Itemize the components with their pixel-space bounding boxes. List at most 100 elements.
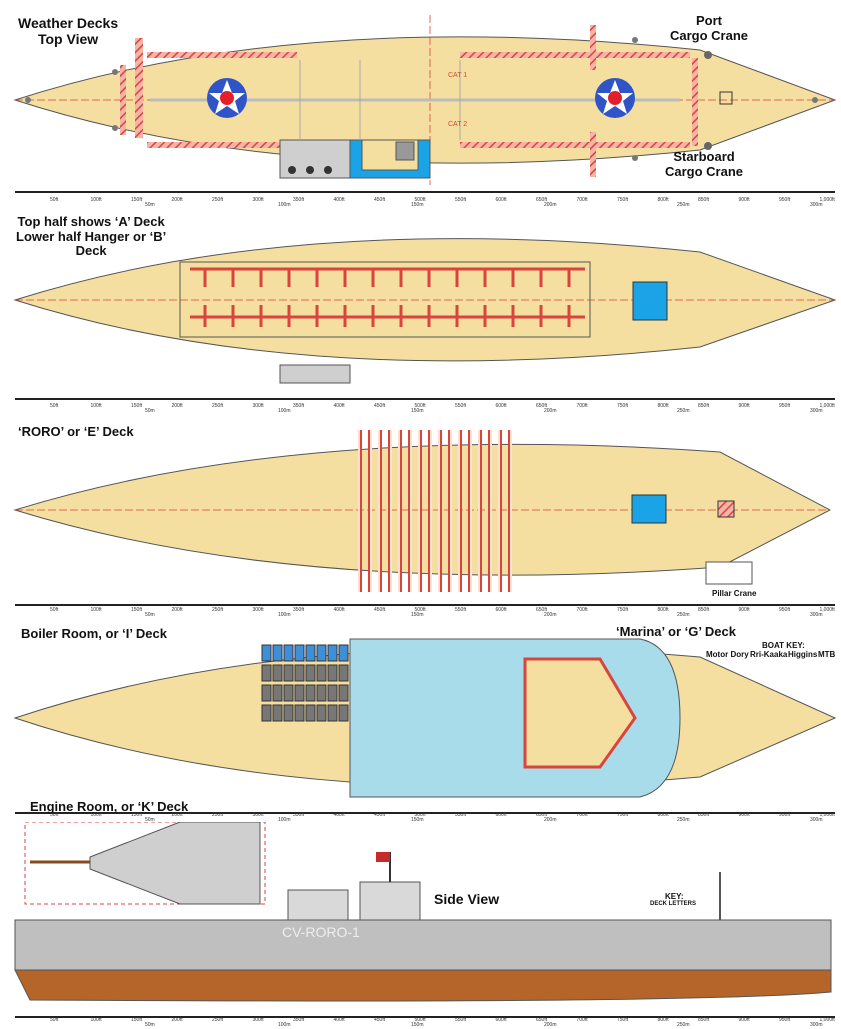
scale-m-label: 200m bbox=[544, 612, 557, 618]
scale-ft-label: 450ft bbox=[374, 812, 386, 818]
scale-ft-label: 1,000ft bbox=[819, 403, 835, 409]
scale-ft-label: 700ft bbox=[576, 403, 588, 409]
e-deck-drawing bbox=[13, 430, 835, 606]
scale-ft-label: 1,000ft bbox=[819, 812, 835, 818]
scale-ft-label: 550ft bbox=[455, 1017, 467, 1023]
i-deck-title: Boiler Room, or ‘I’ Deck bbox=[21, 626, 167, 641]
e-deck-panel: ‘RORO’ or ‘E’ Deck Pillar Crane bbox=[0, 412, 841, 617]
scale-ft-label: 250ft bbox=[212, 197, 224, 203]
scale-ft-label: 100ft bbox=[90, 812, 102, 818]
scale-ft-label: 950ft bbox=[779, 1017, 791, 1023]
port-crane-label: Port Cargo Crane bbox=[670, 13, 749, 43]
scale-m-label: 100m bbox=[278, 817, 291, 823]
scale-ft-label: 450ft bbox=[374, 1017, 386, 1023]
scale-ft-label: 600ft bbox=[495, 812, 507, 818]
scale-ft-label: 1,000ft bbox=[819, 1017, 835, 1023]
rri-kaaka-label: Rri-Kaaka bbox=[750, 650, 788, 659]
scale-ft-label: 650ft bbox=[536, 403, 548, 409]
scale-m-label: 200m bbox=[544, 408, 557, 414]
scale-ft-label: 700ft bbox=[576, 607, 588, 613]
scale-ft-label: 750ft bbox=[617, 812, 629, 818]
scale-ft-label: 550ft bbox=[455, 607, 467, 613]
scale-ft-label: 900ft bbox=[738, 403, 750, 409]
scale-ft-label: 800ft bbox=[657, 403, 669, 409]
scale-m-label: 100m bbox=[278, 408, 291, 414]
scale-m-label: 50m bbox=[145, 817, 155, 823]
scale-m-label: 50m bbox=[145, 612, 155, 618]
k-deck-title: Engine Room, or ‘K’ Deck bbox=[30, 799, 189, 814]
scale-ft-label: 50ft bbox=[50, 197, 59, 203]
scale-m-label: 50m bbox=[145, 202, 155, 208]
scale-m-label: 150m bbox=[411, 408, 424, 414]
scale-ft-label: 550ft bbox=[455, 197, 467, 203]
scale-ft-label: 100ft bbox=[90, 1017, 102, 1023]
scale-ft-label: 850ft bbox=[698, 812, 710, 818]
scale-ft-label: 1,000ft bbox=[819, 607, 835, 613]
scale-ft-label: 900ft bbox=[738, 197, 750, 203]
side-view-title: Side View bbox=[434, 891, 500, 907]
scale-ft-label: 900ft bbox=[738, 1017, 750, 1023]
ig-deck-drawing bbox=[13, 638, 837, 814]
boat-key-label: BOAT KEY: bbox=[762, 641, 805, 650]
scale-ft-label: 400ft bbox=[333, 403, 345, 409]
scale-ft-label: 600ft bbox=[495, 403, 507, 409]
scale-ft-label: 900ft bbox=[738, 812, 750, 818]
scale-ft-label: 500ft bbox=[414, 607, 426, 613]
scale-ft-label: 350ft bbox=[293, 812, 305, 818]
scale-m-label: 250m bbox=[677, 817, 690, 823]
scale-ft-label: 650ft bbox=[536, 197, 548, 203]
scale-ft-label: 700ft bbox=[576, 812, 588, 818]
scale-ft-label: 150ft bbox=[131, 403, 143, 409]
scale-ft-label: 450ft bbox=[374, 197, 386, 203]
scale-m-label: 250m bbox=[677, 612, 690, 618]
scale-ft-label: 350ft bbox=[293, 607, 305, 613]
deck-letters-label: DECK LETTERS bbox=[650, 901, 697, 907]
scale-m-label: 300m bbox=[810, 202, 823, 208]
motor-dory-label: Motor Dory bbox=[706, 650, 749, 659]
higgins-label: Higgins bbox=[788, 650, 818, 659]
scale-ft-label: 850ft bbox=[698, 1017, 710, 1023]
scale-ft-label: 500ft bbox=[414, 812, 426, 818]
scale-ft-label: 50ft bbox=[50, 607, 59, 613]
scale-ft-label: 100ft bbox=[90, 607, 102, 613]
scale-m-label: 100m bbox=[278, 202, 291, 208]
scale-m-label: 150m bbox=[411, 817, 424, 823]
mtb-label: MTB bbox=[818, 650, 836, 659]
scale-ft-label: 300ft bbox=[252, 812, 264, 818]
scale-m-label: 150m bbox=[411, 202, 424, 208]
scale-m-label: 50m bbox=[145, 408, 155, 414]
scale-ft-label: 400ft bbox=[333, 812, 345, 818]
scale-ft-label: 50ft bbox=[50, 403, 59, 409]
scale-ft-label: 550ft bbox=[455, 403, 467, 409]
scale-ft-label: 950ft bbox=[779, 812, 791, 818]
scale-ft-label: 650ft bbox=[536, 607, 548, 613]
scale-ft-label: 850ft bbox=[698, 403, 710, 409]
scale-ft-label: 150ft bbox=[131, 197, 143, 203]
scale-ft-label: 800ft bbox=[657, 197, 669, 203]
scale-ft-label: 800ft bbox=[657, 607, 669, 613]
scale-ft-label: 50ft bbox=[50, 812, 59, 818]
side-view-drawing: CV-RORO-1 bbox=[14, 821, 835, 1018]
scale-m-label: 300m bbox=[810, 817, 823, 823]
scale-ft-label: 100ft bbox=[90, 197, 102, 203]
scale-ft-label: 700ft bbox=[576, 197, 588, 203]
scale-ft-label: 950ft bbox=[779, 403, 791, 409]
scale-ft-label: 200ft bbox=[171, 197, 183, 203]
scale-ft-label: 250ft bbox=[212, 1017, 224, 1023]
scale-ft-label: 250ft bbox=[212, 812, 224, 818]
scale-ft-label: 350ft bbox=[293, 1017, 305, 1023]
scale-ft-label: 150ft bbox=[131, 1017, 143, 1023]
scale-m-label: 150m bbox=[411, 612, 424, 618]
scale-m-label: 150m bbox=[411, 1022, 424, 1028]
scale-ft-label: 600ft bbox=[495, 607, 507, 613]
pillar-crane-label: Pillar Crane bbox=[712, 589, 757, 598]
scale-ft-label: 750ft bbox=[617, 403, 629, 409]
scale-m-label: 200m bbox=[544, 1022, 557, 1028]
scale-ft-label: 300ft bbox=[252, 607, 264, 613]
scale-ft-label: 450ft bbox=[374, 403, 386, 409]
scale-ft-label: 350ft bbox=[293, 197, 305, 203]
scale-m-label: 200m bbox=[544, 817, 557, 823]
e-deck-title: ‘RORO’ or ‘E’ Deck bbox=[18, 424, 134, 439]
scale-ft-label: 750ft bbox=[617, 607, 629, 613]
side-view-panel: CV-RORO-1 Engine Room, or ‘K’ Deck Side … bbox=[0, 799, 841, 1024]
